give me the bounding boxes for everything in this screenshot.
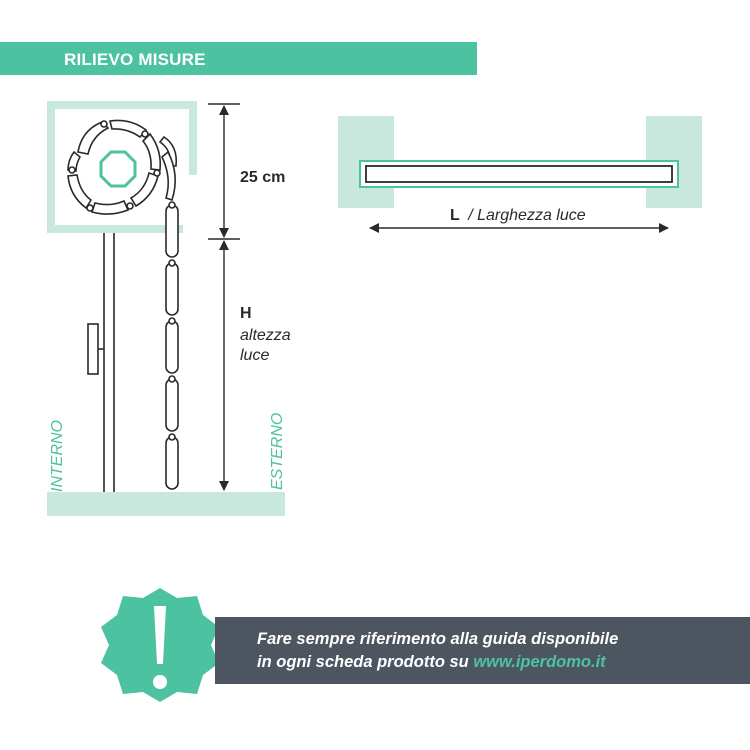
note-line1: Fare sempre riferimento alla guida dispo… <box>257 630 619 648</box>
floor-sill <box>47 492 285 516</box>
side-outside-label: ESTERNO <box>269 413 286 490</box>
note-line2-prefix: in ogni scheda prodotto su <box>257 653 474 671</box>
window-frame <box>87 233 115 492</box>
plan-view <box>338 116 702 208</box>
note-line2: in ogni scheda prodotto su www.iperdomo.… <box>257 651 737 674</box>
rolled-shutter <box>67 119 162 215</box>
width-text: / Larghezza luce <box>467 207 586 224</box>
exclamation-badge-icon <box>101 588 219 702</box>
height-label-line1: altezza <box>240 327 291 344</box>
page-title: RILIEVO MISURE <box>64 50 206 69</box>
website-link[interactable]: www.iperdomo.it <box>473 653 606 671</box>
note-text: Fare sempre riferimento alla guida dispo… <box>257 628 737 674</box>
note-bar <box>215 617 750 684</box>
octagon-axle-icon <box>99 150 137 188</box>
box-height-label: 25 cm <box>240 169 285 186</box>
header-bar <box>0 42 477 75</box>
roller-shutter-icon <box>158 135 179 490</box>
height-symbol: H <box>240 305 252 322</box>
width-symbol: L <box>450 207 460 224</box>
height-label-line2: luce <box>240 347 269 364</box>
width-label: L / Larghezza luce <box>450 207 586 224</box>
box-height-dimension <box>208 103 240 240</box>
side-inside-label: INTERNO <box>49 420 66 492</box>
